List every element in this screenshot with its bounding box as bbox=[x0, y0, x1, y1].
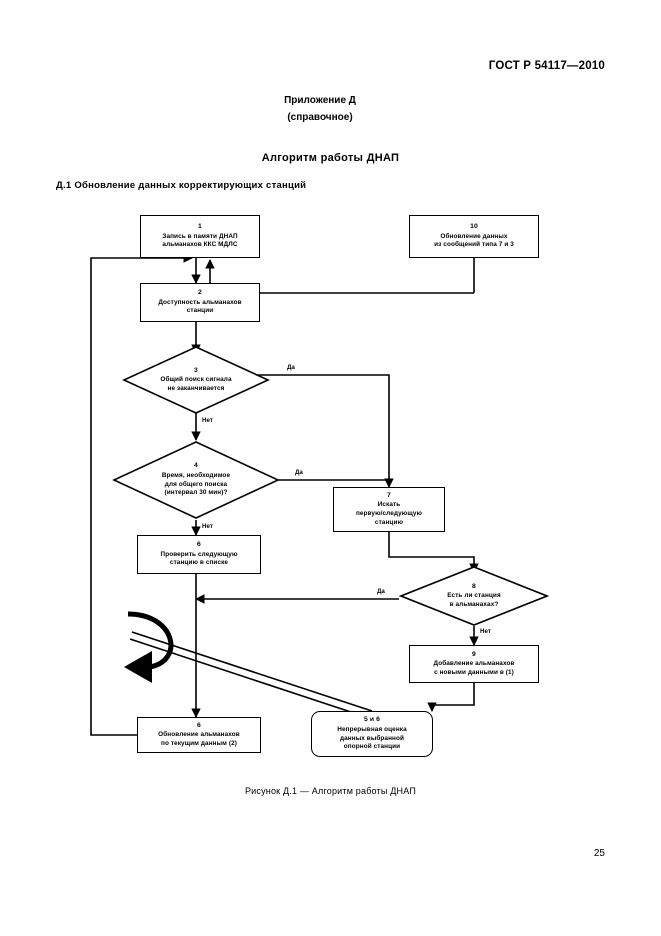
flow-node-7-text: Искать первую/следующую станцию bbox=[355, 501, 423, 526]
flow-node-8-text: Есть ли станция в альманахах? bbox=[447, 592, 501, 608]
flow-node-6a-number: 6 bbox=[197, 541, 201, 549]
page-number: 25 bbox=[593, 848, 605, 859]
flow-node-10-number: 10 bbox=[470, 223, 478, 231]
flow-node-5-and-6-text: Непрерывная оценка данных выбранной опор… bbox=[337, 725, 407, 751]
edge-label-8-no: Нет bbox=[479, 628, 492, 635]
flow-node-3-number: 3 bbox=[194, 366, 198, 374]
loop-arrow-head bbox=[124, 651, 152, 683]
flow-node-9[interactable]: 9 Добавление альманахов с новыми данными… bbox=[409, 645, 539, 683]
flow-node-9-number: 9 bbox=[472, 650, 476, 658]
edge-return-bus bbox=[90, 257, 186, 736]
flowchart-diagram: 1 Запись в памяти ДНАП альманахов ККС МД… bbox=[0, 205, 661, 775]
annex-title: Алгоритм работы ДНАП bbox=[261, 152, 400, 164]
flow-node-10[interactable]: 10 Обновление данных из сообщений типа 7… bbox=[409, 215, 539, 258]
edge-label-4-no: Нет bbox=[201, 523, 214, 530]
edge-56-diagonal-2 bbox=[129, 638, 367, 718]
flow-node-2-number: 2 bbox=[198, 289, 202, 297]
flow-node-8-number: 8 bbox=[472, 582, 476, 590]
flow-node-1-text: Запись в памяти ДНАП альманахов ККС МДЛС bbox=[162, 232, 238, 249]
flow-node-1[interactable]: 1 Запись в памяти ДНАП альманахов ККС МД… bbox=[140, 215, 260, 258]
flow-node-6b[interactable]: 6 Обновление альманахов по текущим данны… bbox=[137, 717, 261, 753]
edge-label-4-yes: Да bbox=[294, 469, 304, 476]
section-heading: Д.1 Обновление данных корректирующих ста… bbox=[56, 180, 307, 191]
flow-node-4-text: Время, необходимое для общего поиска (ин… bbox=[161, 471, 231, 497]
flow-node-6a[interactable]: 6 Проверить следующую станцию в списке bbox=[137, 535, 261, 574]
edge-56-diagonal-1 bbox=[131, 631, 373, 712]
annex-label: Приложение Д bbox=[284, 95, 356, 106]
flow-node-1-number: 1 bbox=[198, 223, 202, 231]
flow-node-7[interactable]: 7 Искать первую/следующую станцию bbox=[333, 487, 445, 532]
standard-header: ГОСТ Р 54117—2010 bbox=[488, 60, 605, 72]
loop-arrow-curve bbox=[127, 611, 174, 670]
flowchart-connectors bbox=[90, 253, 479, 736]
flow-node-4-number: 4 bbox=[194, 462, 198, 470]
flow-node-6a-text: Проверить следующую станцию в списке bbox=[160, 550, 238, 567]
flow-node-6b-number: 6 bbox=[197, 721, 201, 729]
edge-7-to-8 bbox=[388, 532, 479, 573]
flow-node-3-text: Общий поиск сигнала не заканчивается bbox=[160, 376, 232, 392]
flow-node-5-and-6[interactable]: 5 и 6 Непрерывная оценка данных выбранно… bbox=[311, 711, 433, 757]
flow-node-5-and-6-number: 5 и 6 bbox=[363, 716, 380, 724]
flow-node-8[interactable]: 8 Есть ли станция в альманахах? bbox=[399, 565, 549, 627]
flow-node-6b-text: Обновление альманахов по текущим данным … bbox=[158, 731, 240, 747]
flow-node-4-shape bbox=[112, 441, 280, 519]
edge-label-3-yes: Да bbox=[286, 364, 296, 371]
flow-node-8-shape bbox=[399, 566, 549, 626]
edge-label-3-no: Нет bbox=[201, 417, 214, 424]
annex-kind: (справочное) bbox=[287, 112, 353, 123]
edge-9-to-56 bbox=[432, 683, 475, 706]
flow-node-10-text: Обновление данных из сообщений типа 7 и … bbox=[434, 232, 514, 249]
annex-block: Приложение Д (справочное) bbox=[0, 92, 640, 126]
edge-3-yes-to-7 bbox=[255, 374, 394, 488]
figure-caption: Рисунок Д.1 — Алгоритм работы ДНАП bbox=[244, 786, 417, 796]
flow-node-9-text: Добавление альманахов с новыми данными в… bbox=[433, 660, 515, 676]
flow-node-2-text: Доступность альманахов станции bbox=[158, 298, 242, 315]
edge-label-8-yes: Да bbox=[376, 588, 386, 595]
flow-node-2[interactable]: 2 Доступность альманахов станции bbox=[140, 283, 260, 322]
flow-node-3[interactable]: 3 Общий поиск сигнала не заканчивается bbox=[122, 345, 270, 415]
flow-node-4[interactable]: 4 Время, необходимое для общего поиска (… bbox=[112, 440, 280, 520]
flow-node-3-shape bbox=[122, 346, 270, 414]
flow-node-7-number: 7 bbox=[387, 491, 391, 499]
